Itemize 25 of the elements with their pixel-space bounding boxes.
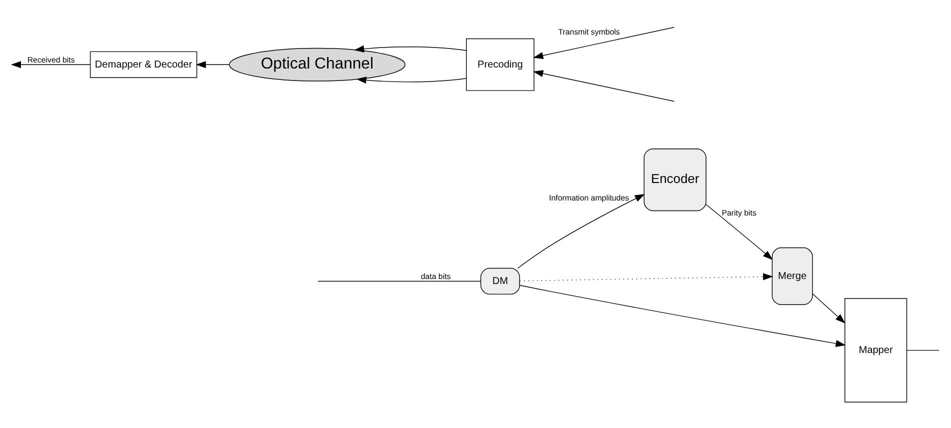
connector — [318, 280, 482, 282]
edge-label: Information amplitudes — [549, 193, 630, 202]
arrow — [812, 292, 846, 323]
edge-label: data bits — [420, 271, 451, 280]
node-box: Mapper — [844, 298, 908, 402]
node-box: Encoder — [644, 148, 706, 211]
node-box: DM — [480, 267, 520, 294]
arrow — [706, 204, 773, 260]
node-box: Precoding — [466, 38, 534, 90]
edge-label: Parity bits — [722, 208, 756, 218]
arrow — [533, 70, 675, 102]
node-box: Demapper & Decoder — [90, 50, 198, 78]
edge-label: Transmit symbols — [558, 26, 620, 36]
connector — [906, 349, 940, 350]
node-box: Merge — [772, 246, 813, 304]
edge-label: Received bits — [27, 54, 75, 64]
arrow — [517, 193, 645, 268]
arrow — [10, 60, 90, 68]
node-ellipse: Optical Channel — [228, 47, 406, 81]
arrow — [519, 284, 846, 346]
arrow — [533, 26, 675, 59]
arrow — [356, 76, 467, 84]
arrow — [196, 60, 230, 68]
arrow — [354, 44, 467, 52]
arrow — [519, 272, 774, 281]
